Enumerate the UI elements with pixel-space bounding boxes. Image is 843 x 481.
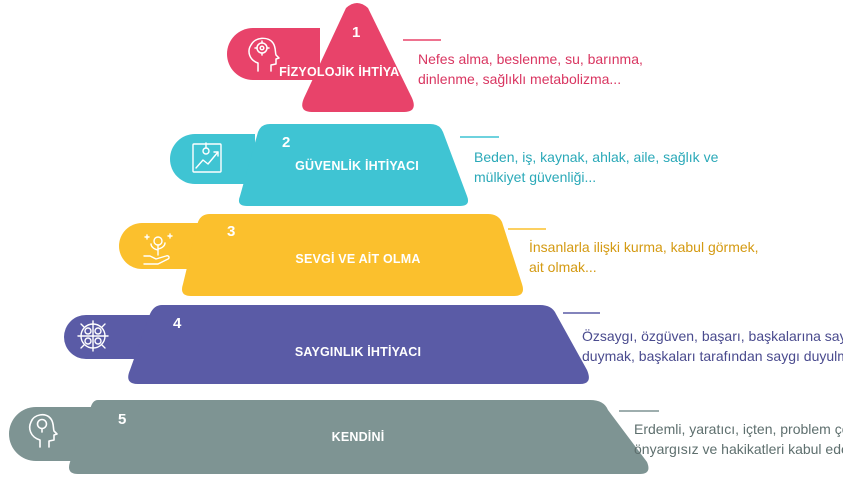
level-1-description-line-2: önyargısız ve hakikatleri kabul eder olm… (634, 441, 843, 457)
growth-chart-icon (192, 142, 222, 173)
level-5-icon-tab (227, 28, 320, 80)
level-3-number: 3 (227, 223, 235, 240)
level-1-icon-tab (9, 407, 95, 461)
level-5-number: 1 (352, 24, 360, 41)
pyramid-level-4: 2 GÜVENLİK İHTİYACI Beden, iş, kaynak, a… (170, 124, 719, 206)
level-1-description-line-1: Erdemli, yaratıcı, içten, problem çözücü… (634, 421, 843, 437)
level-5-description-line-2: dinlenme, sağlıklı metabolizma... (418, 71, 621, 87)
level-4-number: 2 (282, 134, 290, 151)
level-4-description-line-1: Beden, iş, kaynak, ahlak, aile, sağlık v… (474, 149, 719, 165)
level-1-title: KENDİNİ (332, 429, 385, 444)
level-4-band (238, 124, 469, 206)
level-2-band (128, 305, 589, 384)
pyramid-level-1: 5 KENDİNİ Erdemli, yaratıcı, içten, prob… (9, 400, 843, 474)
level-2-title: SAYGINLIK İHTİYACI (295, 344, 421, 359)
level-5-title-line-1: FİZYOLOJİK İHTİYAÇLAR (279, 64, 435, 79)
hand-plant-icon (143, 233, 173, 265)
level-1-number: 5 (118, 411, 126, 428)
pyramid-level-3: 3 SEVGİ VE AİT OLMA İnsanlarla ilişki ku… (119, 214, 759, 296)
head-gear-icon (248, 37, 280, 72)
level-4-title: GÜVENLİK İHTİYACI (295, 158, 419, 173)
level-2-description-line-2: duymak, başkaları tarafından saygı duyul… (582, 348, 843, 364)
level-5-band (302, 3, 414, 112)
level-2-description-line-1: Özsaygı, özgüven, başarı, başkalarına sa… (582, 327, 843, 344)
pyramid-level-5: 1 FİZYOLOJİK İHTİYAÇLAR Nefes alma, besl… (227, 3, 643, 112)
level-4-description-line-2: mülkiyet güvenliği... (474, 169, 596, 185)
level-3-band (182, 214, 523, 296)
level-3-description-line-1: İnsanlarla ilişki kurma, kabul görmek, (529, 238, 759, 255)
level-3-title: SEVGİ VE AİT OLMA (295, 251, 420, 266)
level-2-number: 4 (173, 315, 182, 332)
security-network-icon (77, 320, 109, 352)
head-bulb-icon (28, 413, 58, 448)
level-3-description-line-2: ait olmak... (529, 259, 597, 275)
pyramid-level-2: 4 SAYGINLIK İHTİYACI Özsaygı, özgüven, b… (64, 305, 843, 384)
level-1-band (69, 400, 649, 474)
level-3-icon-tab (119, 223, 200, 269)
level-5-description-line-1: Nefes alma, beslenme, su, barınma, (418, 51, 643, 67)
